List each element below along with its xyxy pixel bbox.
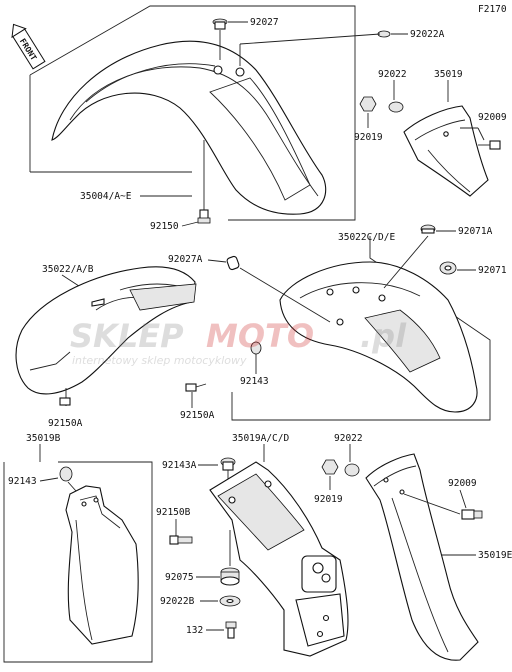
fender-hole: [93, 497, 99, 503]
label-35004: 35004/A~E: [80, 191, 132, 202]
mud-flap-left-group: 35019B 92143: [3, 433, 153, 663]
watermark-brand-b: MOTO: [206, 317, 314, 355]
rear-fender-recess: [364, 309, 441, 373]
label-92143-left: 92143: [8, 476, 37, 487]
mud-flap-group: 92022 35019 92019 92009: [354, 69, 507, 197]
fender-hole: [399, 489, 405, 495]
tail-bracket-top: [217, 473, 305, 551]
rear-fender-group: 35022C/D/E 92071A 92071 92027A: [168, 224, 507, 421]
mud-flap-top: [403, 105, 489, 197]
label-92150-top: 92150: [150, 221, 179, 232]
label-92022-top: 92022: [378, 69, 407, 80]
fender-hole: [326, 288, 334, 296]
fender-hole: [213, 65, 223, 75]
bolt-icon: [197, 209, 211, 224]
front-fender-rib: [69, 66, 319, 197]
label-92150B: 92150B: [156, 507, 191, 518]
screw-icon: [461, 509, 483, 520]
bolt-icon: [169, 535, 193, 545]
label-92009-bot: 92009: [448, 478, 477, 489]
license-lamp-housing: [301, 555, 337, 593]
mud-flap-left-frame: [3, 461, 153, 663]
label-92027: 92027: [250, 17, 279, 28]
grommet-icon: [439, 261, 457, 275]
label-92022B: 92022B: [160, 596, 195, 607]
side-fender-bracket: [129, 283, 197, 311]
washer-icon: [388, 101, 404, 113]
label-92143A: 92143A: [162, 460, 197, 471]
page-code: F2170: [478, 4, 507, 15]
rear-fender: [279, 261, 478, 413]
bolt-icon: [59, 397, 71, 406]
label-92150A-left: 92150A: [48, 418, 83, 429]
label-35022CDE: 35022C/D/E: [338, 232, 395, 243]
bolt-icon: [185, 383, 207, 392]
damper-icon: [220, 567, 240, 586]
nut-icon: [321, 459, 339, 475]
fender-hole: [235, 67, 245, 77]
label-35022AB: 35022/A/B: [42, 264, 94, 275]
front-fender-group: 92027 92022A 35004/A~E 92150: [29, 5, 445, 232]
license-plate-mount: [295, 593, 345, 647]
label-35019E: 35019E: [478, 550, 512, 561]
washer-icon: [219, 595, 241, 607]
side-fender-group: 35022/A/B 92150A: [15, 264, 197, 429]
label-92009-top: 92009: [478, 112, 507, 123]
washer-icon: [344, 463, 360, 477]
rear-fender-frame: [231, 236, 491, 421]
front-fender-frame: [29, 5, 356, 221]
nut-icon: [359, 96, 377, 112]
label-132: 132: [186, 625, 203, 636]
fender-hole: [352, 286, 360, 294]
label-35019ACD: 35019A/C/D: [232, 433, 289, 444]
screw-icon: [478, 140, 501, 150]
rear-mud-flap: [365, 453, 479, 661]
collar-icon: [220, 457, 236, 471]
label-92150A-mid: 92150A: [180, 410, 215, 421]
label-35019: 35019: [434, 69, 463, 80]
watermark: SKLEP MOTO .pl internetowy sklep motocyk…: [70, 317, 407, 367]
label-92022-bot: 92022: [334, 433, 363, 444]
label-92027A: 92027A: [168, 254, 203, 265]
grommet-icon: [226, 255, 240, 271]
label-92071: 92071: [478, 265, 507, 276]
fender-hole: [383, 477, 389, 483]
label-92071A: 92071A: [458, 226, 493, 237]
fender-hole: [81, 501, 87, 507]
mud-flap-left: [65, 485, 139, 645]
label-92143-mid: 92143: [240, 376, 269, 387]
rear-mud-flap-group: 92022 92019 92009 35019E: [314, 433, 512, 661]
tail-bracket-group: 35019A/C/D 92143A 92150B 92075: [156, 433, 349, 657]
label-35019B: 35019B: [26, 433, 61, 444]
collar-icon: [59, 466, 73, 482]
fender-hole: [378, 294, 386, 302]
label-92022A: 92022A: [410, 29, 445, 40]
front-fender-rib-2: [85, 63, 216, 103]
front-fender: [51, 40, 327, 215]
label-92019-bot: 92019: [314, 494, 343, 505]
label-92019-top: 92019: [354, 132, 383, 143]
grommet-icon: [420, 224, 436, 234]
watermark-brand-c: .pl: [360, 317, 407, 355]
watermark-brand-a: SKLEP: [70, 317, 184, 355]
fender-slot: [91, 298, 105, 307]
front-fender-center-channel: [209, 77, 311, 201]
watermark-tagline: internetowy sklep motocyklowy: [72, 354, 247, 367]
fender-hole: [443, 131, 449, 137]
front-arrow-icon: FRONT: [11, 23, 46, 70]
grommet-icon: [212, 18, 228, 30]
bolt-icon: [225, 621, 237, 639]
fender-hole: [336, 318, 344, 326]
label-92075: 92075: [165, 572, 194, 583]
